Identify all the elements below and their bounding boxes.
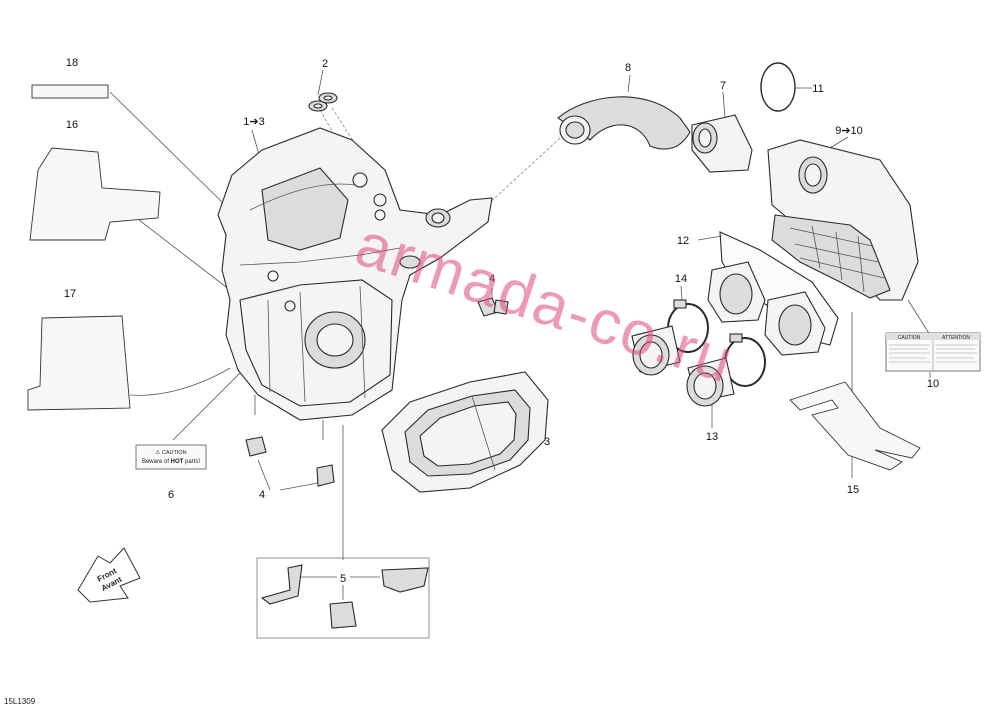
callout-8: 8 bbox=[625, 62, 631, 74]
callout-13: 13 bbox=[706, 431, 718, 443]
callout-4b: 4 bbox=[259, 489, 265, 501]
callout-17: 17 bbox=[64, 288, 76, 300]
part-7-connector bbox=[691, 114, 753, 173]
svg-text:Beware of HOT parts!: Beware of HOT parts! bbox=[142, 459, 200, 465]
part-11-o-ring bbox=[760, 62, 796, 112]
callout-7: 7 bbox=[720, 80, 726, 92]
part-8-hose bbox=[557, 96, 691, 150]
callout-16: 16 bbox=[66, 119, 78, 131]
part-17-insulation-sheet bbox=[27, 315, 131, 411]
callout-14: 14 bbox=[675, 273, 687, 285]
part-9-10-filter-box bbox=[767, 139, 919, 301]
part-10-attention-label: CAUTION ATTENTION bbox=[885, 332, 981, 372]
callout-10: 10 bbox=[927, 378, 939, 390]
part-13-sleeves bbox=[631, 325, 735, 407]
callout-11: 11 bbox=[812, 83, 823, 95]
adapter-rings bbox=[707, 261, 826, 356]
part-16-insulation-sheet bbox=[29, 147, 161, 241]
svg-text:ATTENTION: ATTENTION bbox=[942, 335, 970, 341]
callout-2: 2 bbox=[322, 58, 328, 70]
part-1-3-airbox-housing bbox=[217, 127, 493, 421]
front-direction-arrow: Front Avant bbox=[77, 547, 141, 603]
figure-code: 15L1309 bbox=[4, 697, 36, 706]
part-3-intake-frame bbox=[381, 371, 549, 493]
svg-text:CAUTION: CAUTION bbox=[898, 335, 921, 341]
callout-12: 12 bbox=[677, 235, 689, 247]
part-2-grommets bbox=[308, 92, 338, 112]
svg-text:⚠ CAUTION: ⚠ CAUTION bbox=[155, 449, 186, 456]
warning-triangle-icon: ⚠ bbox=[155, 449, 161, 456]
callout-6: 6 bbox=[168, 489, 174, 501]
callout-15: 15 bbox=[847, 484, 859, 496]
part-6-hot-caution-label: ⚠ CAUTION Beware of HOT parts! bbox=[135, 444, 207, 470]
callout-18: 18 bbox=[66, 57, 78, 69]
callout-1-3: 1➔3 bbox=[243, 116, 264, 128]
callout-5: 5 bbox=[340, 573, 346, 585]
part-18-label-strip bbox=[31, 84, 109, 99]
callout-3: 3 bbox=[544, 436, 550, 448]
callout-4a: 4 bbox=[489, 273, 495, 285]
callout-9-10: 9➔10 bbox=[835, 125, 863, 137]
part-15-foam-sheet bbox=[789, 381, 921, 471]
part-5-clip-group bbox=[256, 557, 430, 639]
part-4-clips bbox=[245, 297, 509, 487]
callout-labels: 18 16 17 6 1➔3 2 8 7 11 9➔10 12 14 4 10 … bbox=[64, 57, 939, 585]
